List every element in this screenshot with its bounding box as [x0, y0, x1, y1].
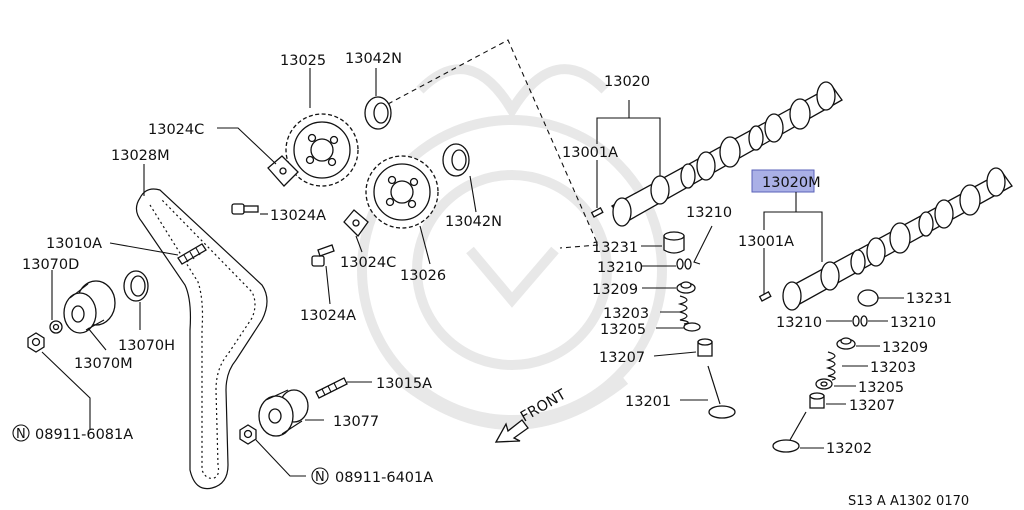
- label-13070m: 13070M: [74, 356, 133, 372]
- spring-13203-left: [677, 295, 689, 325]
- label-13024a-mid: 13024A: [300, 308, 356, 324]
- retainer-13209-left: [676, 281, 696, 294]
- label-08911-6401a: 08911-6401A: [335, 470, 433, 486]
- leader-lines-middle: [596, 100, 713, 401]
- n-symbol-2: N: [315, 470, 325, 485]
- camshaft-sprocket-13025: [285, 113, 359, 187]
- label-13042n-mid: 13042N: [445, 214, 502, 230]
- label-13210-right-2: 13210: [890, 315, 936, 331]
- highlight-13020m: [751, 169, 815, 193]
- label-13203-right: 13203: [870, 360, 916, 376]
- stud-13015a: [315, 377, 348, 399]
- label-13001a-left: 13001A: [562, 145, 618, 161]
- label-13024c-top: 13024C: [148, 122, 204, 138]
- label-13210-top: 13210: [686, 205, 732, 221]
- plate-13024c-mid: [343, 209, 369, 238]
- collet-13210-right: [852, 315, 868, 327]
- ring-13070h: [123, 270, 149, 302]
- washer-13070d: [49, 320, 63, 334]
- idler-pulley-13070m: [63, 280, 116, 334]
- label-13207-left: 13207: [599, 350, 645, 366]
- label-13209-right: 13209: [882, 340, 928, 356]
- label-13020-left: 13020: [604, 74, 650, 90]
- label-13070h: 13070H: [118, 338, 175, 354]
- valve-lifter-13231-left: [663, 231, 685, 254]
- label-08911-6081a: 08911-6081A: [35, 427, 133, 443]
- valve-seal-13207-right: [809, 392, 825, 409]
- label-13202: 13202: [826, 441, 872, 457]
- label-13026: 13026: [400, 268, 446, 284]
- valve-lifter-13231-right: [857, 289, 879, 307]
- seat-13205-left: [683, 322, 701, 332]
- nut-08911-6081a: [27, 332, 45, 353]
- seat-13205-right: [815, 378, 833, 390]
- n-symbol-1: N: [16, 427, 26, 442]
- label-13210-left: 13210: [597, 260, 643, 276]
- bolt-13010a: [177, 243, 207, 265]
- label-13015a: 13015A: [376, 376, 432, 392]
- retainer-13209-right: [836, 337, 856, 350]
- camshaft-sprocket-13026: [365, 155, 439, 229]
- label-13010a: 13010A: [46, 236, 102, 252]
- label-13231-right: 13231: [906, 291, 952, 307]
- nut-callout-08911-6081a: N 08911-6081A: [12, 424, 133, 443]
- front-arrow: [494, 419, 529, 443]
- timing-belt: [135, 188, 268, 490]
- alignment-dashed-line: [387, 39, 599, 249]
- label-13209-left: 13209: [592, 282, 638, 298]
- spring-13203-right: [825, 351, 836, 381]
- exhaust-valve-13202: [772, 411, 807, 453]
- label-13231-left: 13231: [592, 240, 638, 256]
- label-13020m: 13020M: [762, 175, 821, 191]
- label-13024a-top: 13024A: [270, 208, 326, 224]
- label-13042n-top: 13042N: [345, 51, 402, 67]
- label-13001a-right: 13001A: [738, 234, 794, 250]
- label-13024c-mid: 13024C: [340, 255, 396, 271]
- camshaft-13020: [590, 81, 843, 227]
- leader-lines-left: [41, 68, 477, 477]
- collet-13210-left: [676, 258, 692, 270]
- label-13025: 13025: [280, 53, 326, 69]
- label-13077: 13077: [333, 414, 379, 430]
- label-13210-right-1: 13210: [776, 315, 822, 331]
- oil-seal-13042n-top: [364, 96, 392, 130]
- label-13205-right: 13205: [858, 380, 904, 396]
- label-13028m: 13028M: [111, 148, 170, 164]
- leader-lines-right: [763, 192, 904, 449]
- watermark-emblem: [357, 64, 667, 430]
- nut-08911-6401a: [239, 424, 257, 445]
- camshaft-13020m: [758, 167, 1013, 311]
- label-13070d: 13070D: [22, 257, 79, 273]
- valve-seal-13207-left: [697, 338, 713, 357]
- bolt-13024a-top: [231, 203, 259, 215]
- oil-seal-13042n-mid: [442, 143, 470, 177]
- label-13201: 13201: [625, 394, 671, 410]
- intake-valve-13201: [707, 365, 736, 419]
- tensioner-13077: [258, 389, 309, 437]
- nut-callout-08911-6401a: N 08911-6401A: [311, 467, 433, 486]
- label-13203-left: 13203: [603, 306, 649, 322]
- label-13207-right: 13207: [849, 398, 895, 414]
- diagram-code: S13 A A1302 0170: [848, 494, 969, 509]
- bolt-13024a-mid: [311, 244, 335, 267]
- label-13205-left: 13205: [600, 322, 646, 338]
